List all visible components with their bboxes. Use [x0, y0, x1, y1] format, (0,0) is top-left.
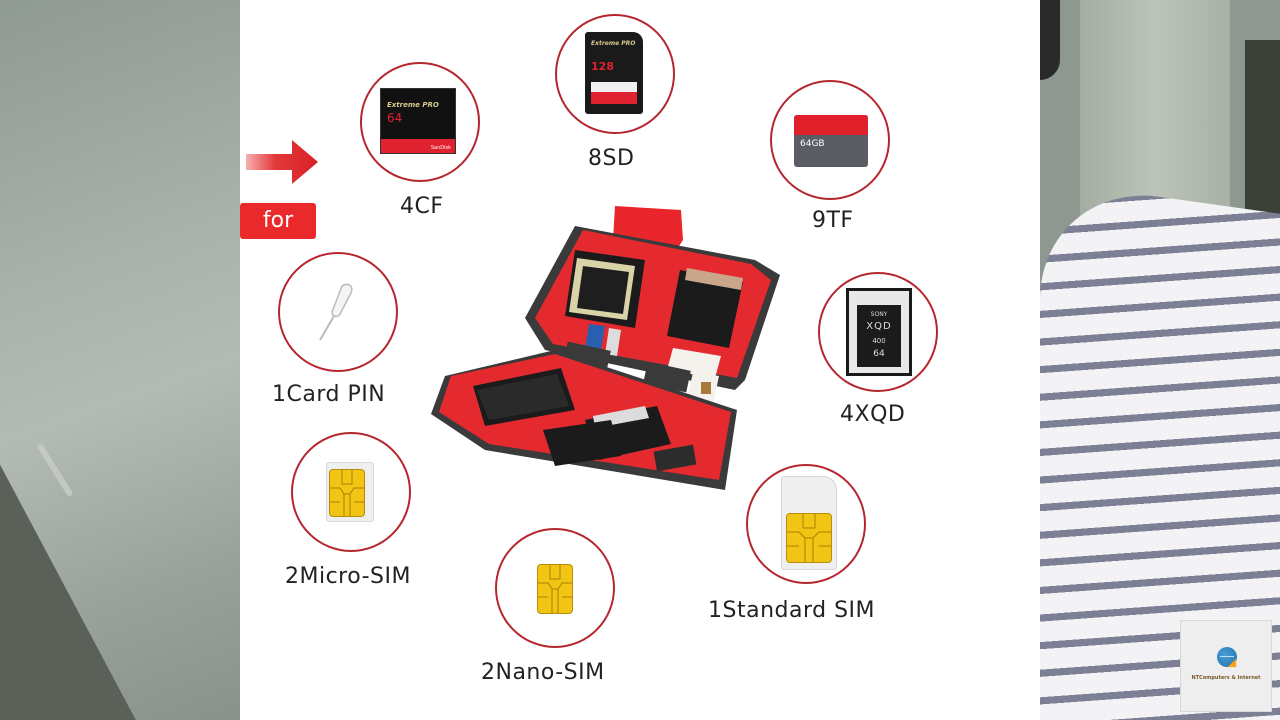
- background-left-blur: [0, 0, 240, 720]
- item-label: 1Standard SIM: [708, 598, 876, 623]
- channel-name: NTComputers & Internet: [1191, 675, 1261, 681]
- card-brand: Extreme PRO: [387, 101, 439, 109]
- item-label: 2Micro-SIM: [285, 564, 411, 589]
- item-label: 2Nano-SIM: [481, 660, 605, 685]
- item-label: 4XQD: [840, 402, 906, 427]
- card-red-band: [591, 92, 637, 104]
- item-label: 8SD: [588, 146, 635, 171]
- blurred-phone: [0, 416, 172, 720]
- card-band: [381, 139, 455, 153]
- blurred-wall: [1080, 0, 1230, 230]
- memory-card-case-illustration: [431, 206, 780, 490]
- sim-chip: [329, 469, 365, 517]
- globe-icon: [1217, 647, 1237, 667]
- cf-card-icon: Extreme PRO 64 SanDisk: [380, 88, 456, 154]
- card-white-band: [591, 82, 637, 92]
- item-ring: [746, 464, 866, 584]
- microsd-card-icon: 64GB: [794, 115, 868, 167]
- card-capacity: 128: [591, 60, 614, 73]
- item-label: 9TF: [812, 208, 854, 233]
- item-ring: [818, 272, 938, 392]
- red-arrow-icon: [246, 140, 318, 184]
- sim-eject-pin-icon: [319, 283, 353, 341]
- item-ring: [770, 80, 890, 200]
- card-brand: SONY: [870, 311, 888, 318]
- nano-sim-icon: [537, 564, 573, 614]
- item-label: 1Card PIN: [272, 382, 386, 407]
- card-capacity: 64: [873, 349, 885, 359]
- card-capacity: 64GB: [800, 139, 825, 149]
- card-speed: 400: [872, 337, 886, 345]
- product-image-panel: for Extreme PRO 64 SanDisk 4CF Extreme P…: [240, 0, 1040, 720]
- item-ring: [278, 252, 398, 372]
- card-brand: Extreme PRO: [591, 40, 636, 47]
- sd-card-icon: Extreme PRO 128: [585, 32, 643, 114]
- card-model: XQD: [866, 321, 892, 332]
- item-ring: [360, 62, 480, 182]
- xqd-card-icon: SONY XQD 400 64: [846, 288, 912, 376]
- channel-logo-watermark: NTComputers & Internet: [1180, 620, 1272, 712]
- item-ring: [555, 14, 675, 134]
- phone-glare: [36, 442, 74, 498]
- card-red-band: [794, 115, 868, 135]
- blurred-person-hair: [1040, 0, 1060, 80]
- card-maker: SanDisk: [430, 145, 451, 151]
- item-ring: [291, 432, 411, 552]
- item-label: 4CF: [400, 194, 444, 219]
- card-label-area: SONY XQD 400 64: [857, 305, 901, 367]
- for-badge: for: [240, 203, 316, 239]
- standard-sim-icon: [781, 476, 837, 570]
- background-right-blur: [1040, 0, 1280, 720]
- sim-chip: [786, 513, 832, 563]
- micro-sim-icon: [326, 462, 374, 522]
- card-capacity: 64: [387, 111, 403, 125]
- item-ring: [495, 528, 615, 648]
